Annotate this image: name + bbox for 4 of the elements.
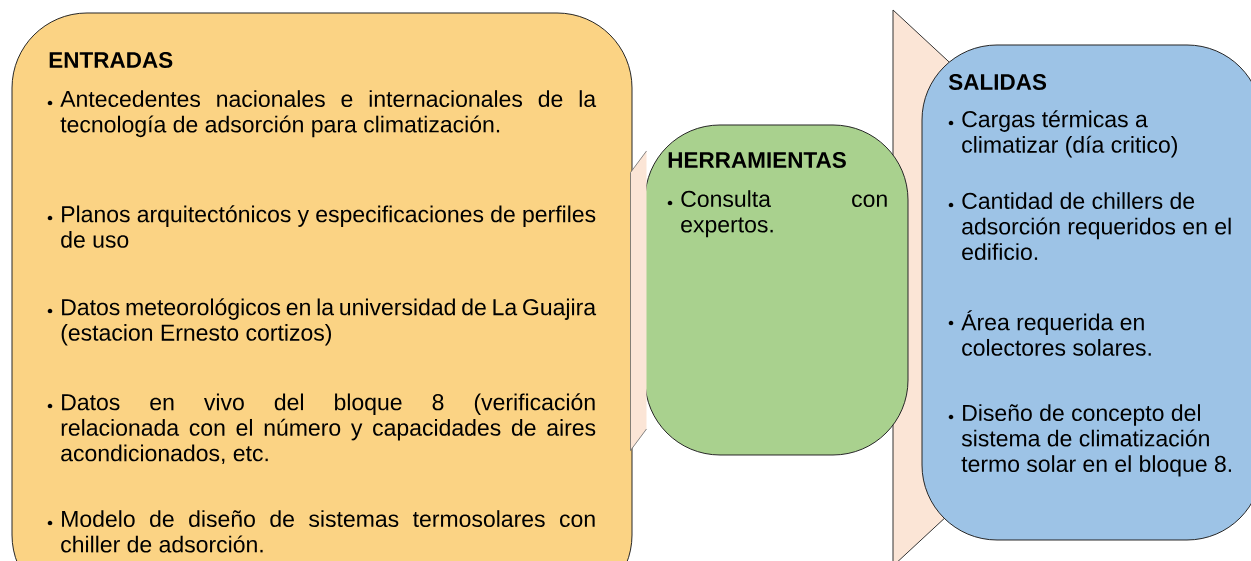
rounded-box: SALIDAS Cargas térmicas a climatizar (día critico) Cantidad de chillers de adsorción requeridos en el edificio. Área requerida en colectores solares. Diseño de concepto del sistema de climatización termo solar en el bloque 8. — [921, 44, 1251, 541]
connector-band — [630, 150, 647, 451]
rounded-box: ENTRADAS Antecedentes nacionales e internacionales de la tecnología de adsorción para climatización. Planos arquitectónicos y especificaciones de perfiles de uso Datos meteorológicos en la universidad de La Guajira (estacion Ernesto cortizos) Datos en vivo del bloque 8 (verificación relacionada con el número y capacidades de aires acondicionados, etc. Modelo de diseño de sistemas termosolares con chiller de adsorción. — [11, 12, 633, 561]
rounded-box: HERRAMIENTAS Consulta con expertos. — [644, 124, 909, 456]
